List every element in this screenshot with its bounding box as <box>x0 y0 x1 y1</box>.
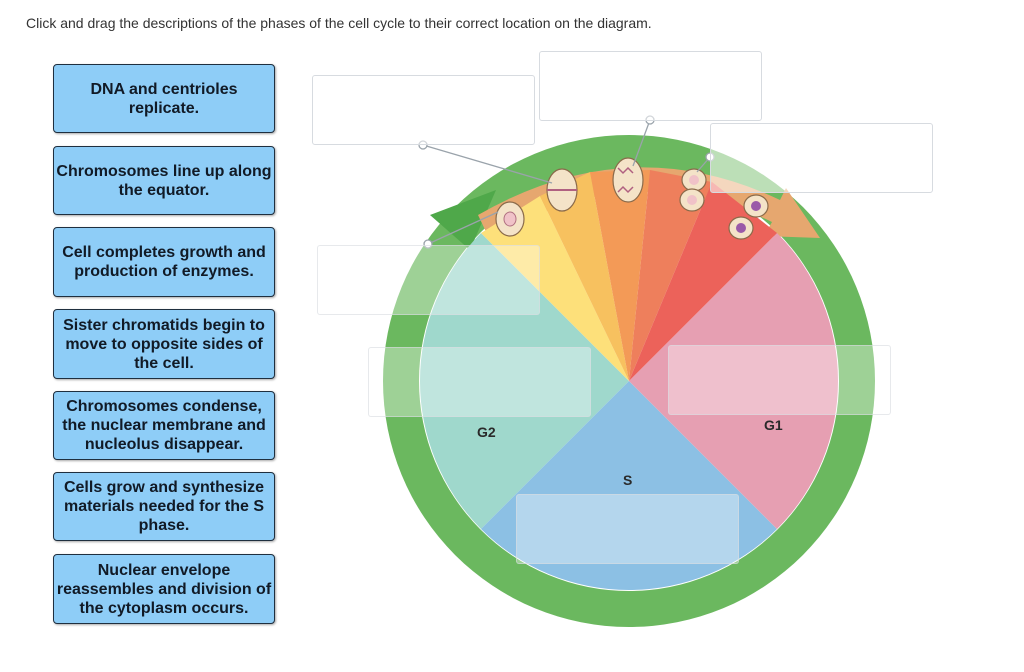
cell-prophase-icon <box>496 202 524 236</box>
drop-zone-g1[interactable] <box>668 345 891 415</box>
drop-zone-metaphase[interactable] <box>312 75 535 145</box>
label-g1: G1 <box>764 417 783 433</box>
label-g2: G2 <box>477 424 496 440</box>
cell-anaphase-icon <box>613 158 643 202</box>
drop-zone-anaphase[interactable] <box>539 51 762 121</box>
label-s: S <box>623 472 632 488</box>
drop-zone-prophase[interactable] <box>317 245 540 315</box>
drop-zone-g2[interactable] <box>368 347 591 417</box>
drop-zone-telophase[interactable] <box>710 123 933 193</box>
drop-zone-s[interactable] <box>516 494 739 564</box>
cell-metaphase-icon <box>547 169 577 211</box>
